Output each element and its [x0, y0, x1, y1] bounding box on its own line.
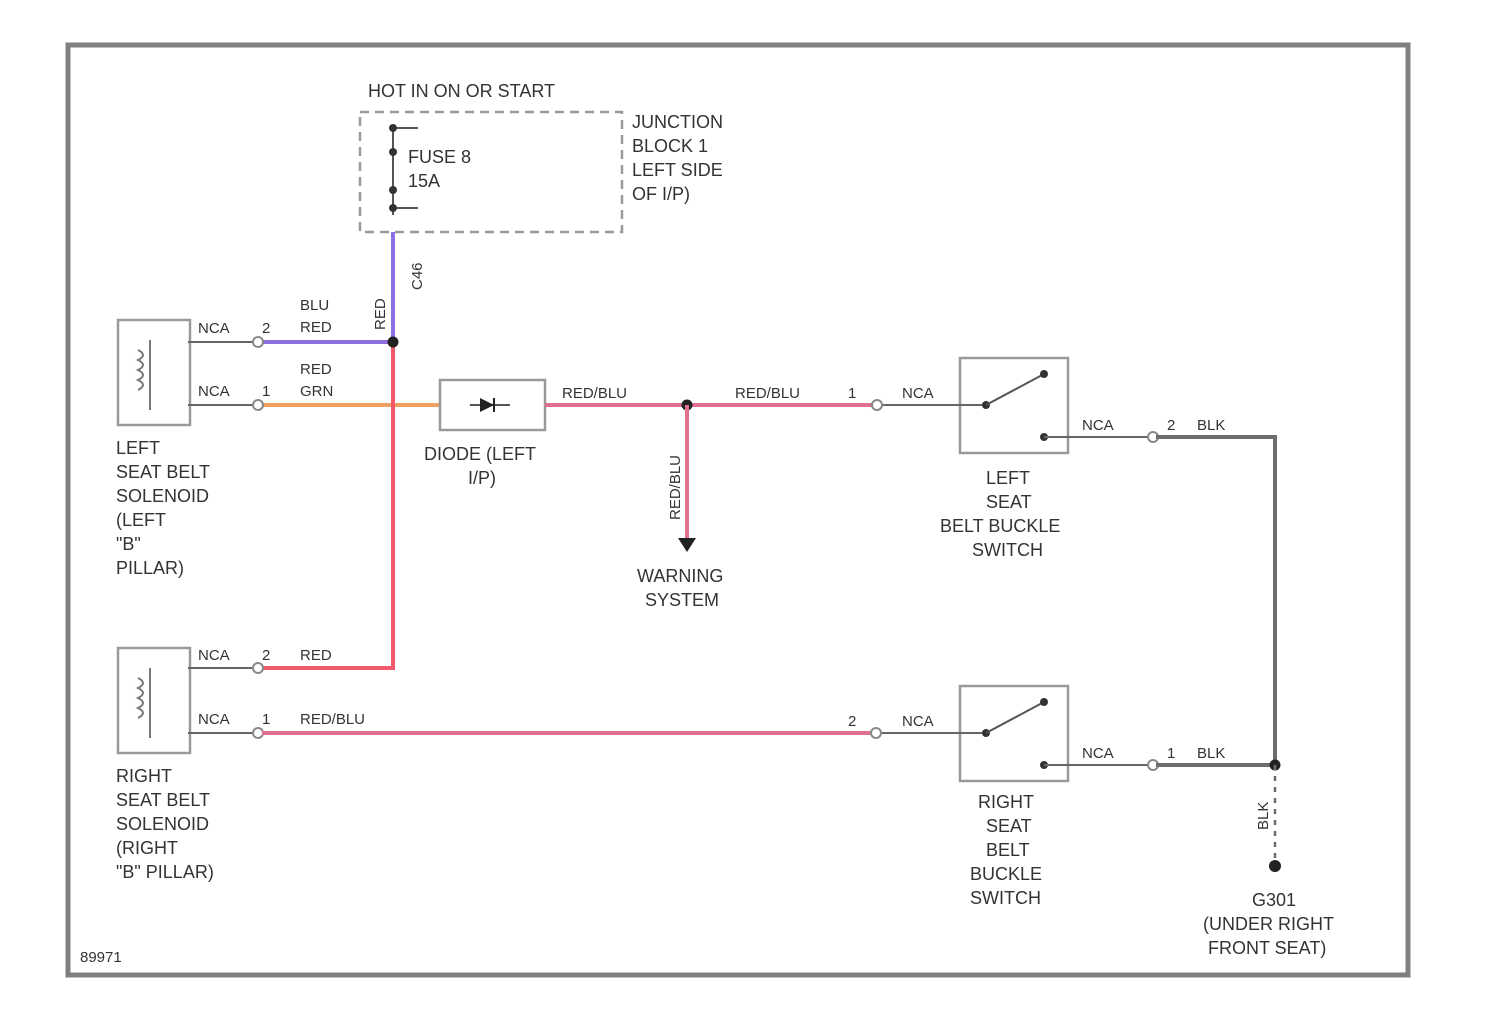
left-sol-pin-1: 1 — [262, 383, 270, 400]
left-switch-out-nca: NCA — [1082, 417, 1114, 434]
left-belt-buckle-switch: 1 NCA NCA 2 BLK LEFT SEAT BELT BUCKLE SW… — [848, 358, 1225, 560]
splice-node-top — [388, 337, 399, 348]
diagram-frame — [68, 45, 1408, 975]
right-switch-label-4: BUCKLE — [970, 864, 1042, 884]
wire-left-switch-ground — [1156, 437, 1275, 765]
right-sol-label-5: "B" PILLAR) — [116, 862, 214, 882]
left-switch-label-3: BELT BUCKLE — [940, 516, 1060, 536]
right-sol-pin-1: 1 — [262, 711, 270, 728]
right-switch-label-3: BELT — [986, 840, 1030, 860]
right-switch-in-pin: 2 — [848, 713, 856, 730]
right-sol-nca-2: NCA — [198, 647, 230, 664]
right-switch-label-5: SWITCH — [970, 888, 1041, 908]
right-sol-pin-2: 2 — [262, 647, 270, 664]
fuse-rating: 15A — [408, 171, 440, 191]
ground-label-1: G301 — [1252, 890, 1296, 910]
left-sol-pin-2: 2 — [262, 320, 270, 337]
left-switch-label-4: SWITCH — [972, 540, 1043, 560]
fuse-label: FUSE 8 — [408, 147, 471, 167]
right-sol-wire-2: RED — [300, 647, 332, 664]
diode-left-ip: DIODE (LEFT I/P) — [424, 380, 545, 488]
connector-label: C46 — [409, 262, 426, 290]
left-sol-label-3: SOLENOID — [116, 486, 209, 506]
wire-left-sol-pin1-label-2: GRN — [300, 383, 333, 400]
wire-to-switch-label: RED/BLU — [735, 385, 800, 402]
ground-label-3: FRONT SEAT) — [1208, 938, 1326, 958]
left-sol-label-6: PILLAR) — [116, 558, 184, 578]
right-seat-belt-solenoid: NCA 2 RED NCA 1 RED/BLU RIGHT SEAT BELT … — [116, 647, 365, 882]
left-switch-out-wire: BLK — [1197, 417, 1225, 434]
junction-block: HOT IN ON OR START FUSE 8 15A JUNCTION B… — [360, 81, 723, 290]
left-sol-connector-1 — [253, 400, 263, 410]
ground-icon — [1269, 860, 1281, 872]
left-sol-label-2: SEAT BELT — [116, 462, 210, 482]
warning-arrow-icon — [678, 538, 696, 552]
left-sol-connector-2 — [253, 337, 263, 347]
ground-wire-label: BLK — [1255, 802, 1272, 830]
right-switch-out-nca: NCA — [1082, 745, 1114, 762]
left-switch-out-pin: 2 — [1167, 417, 1175, 434]
right-sol-nca-1: NCA — [198, 711, 230, 728]
ground-label-2: (UNDER RIGHT — [1203, 914, 1334, 934]
left-switch-label-1: LEFT — [986, 468, 1030, 488]
left-sol-nca-2: NCA — [198, 320, 230, 337]
junction-name-3: LEFT SIDE — [632, 160, 723, 180]
wire-diode-out-label: RED/BLU — [562, 385, 627, 402]
diode-label-2: I/P) — [468, 468, 496, 488]
wire-left-sol-pin2-label-1: BLU — [300, 297, 329, 314]
junction-name-1: JUNCTION — [632, 112, 723, 132]
warning-label-2: SYSTEM — [645, 590, 719, 610]
junction-name-4: OF I/P) — [632, 184, 690, 204]
junction-header: HOT IN ON OR START — [368, 81, 555, 101]
wire-left-sol-pin1-label-1: RED — [300, 361, 332, 378]
right-belt-buckle-switch: 2 NCA NCA 1 BLK RIGHT SEAT BELT BUCKLE S… — [848, 686, 1225, 908]
ground-g301: BLK G301 (UNDER RIGHT FRONT SEAT) — [1203, 765, 1334, 958]
left-sol-label-1: LEFT — [116, 438, 160, 458]
warning-label-1: WARNING — [637, 566, 723, 586]
right-sol-wire-1: RED/BLU — [300, 711, 365, 728]
right-switch-out-wire: BLK — [1197, 745, 1225, 762]
vertical-wire-label: RED — [372, 298, 389, 330]
diagram-id: 89971 — [80, 949, 122, 966]
right-switch-in-nca: NCA — [902, 713, 934, 730]
right-sol-label-4: (RIGHT — [116, 838, 178, 858]
left-seat-belt-solenoid: NCA 2 NCA 1 LEFT SEAT BELT SOLENOID (LEF… — [116, 320, 270, 578]
left-switch-in-pin: 1 — [848, 385, 856, 402]
left-switch-in-nca: NCA — [902, 385, 934, 402]
left-sol-nca-1: NCA — [198, 383, 230, 400]
left-switch-label-2: SEAT — [986, 492, 1032, 512]
right-sol-label-1: RIGHT — [116, 766, 172, 786]
right-switch-label-2: SEAT — [986, 816, 1032, 836]
right-switch-out-pin: 1 — [1167, 745, 1175, 762]
left-sol-label-5: "B" — [116, 534, 141, 554]
diode-label-1: DIODE (LEFT — [424, 444, 536, 464]
left-sol-label-4: (LEFT — [116, 510, 166, 530]
wire-warning-label: RED/BLU — [667, 455, 684, 520]
right-sol-label-3: SOLENOID — [116, 814, 209, 834]
wire-left-sol-pin2-label-2: RED — [300, 319, 332, 336]
right-sol-label-2: SEAT BELT — [116, 790, 210, 810]
right-switch-label-1: RIGHT — [978, 792, 1034, 812]
junction-name-2: BLOCK 1 — [632, 136, 708, 156]
